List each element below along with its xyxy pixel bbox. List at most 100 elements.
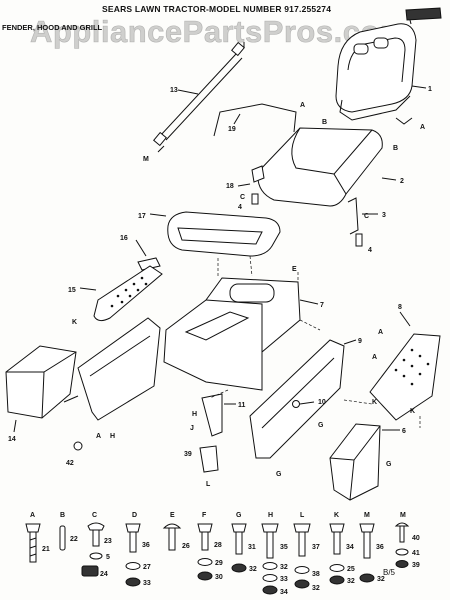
svg-text:J: J	[190, 425, 194, 432]
svg-text:G: G	[276, 471, 282, 478]
part-18-clip[interactable]: 18	[226, 165, 265, 190]
part-2-hood[interactable]: 2 B B	[257, 119, 404, 207]
svg-text:A: A	[372, 354, 377, 361]
svg-text:A: A	[420, 124, 425, 131]
svg-text:38: 38	[312, 571, 320, 578]
svg-text:M: M	[364, 512, 370, 519]
svg-text:10: 10	[318, 399, 326, 406]
svg-text:H: H	[268, 512, 273, 519]
part-11-bracket[interactable]: 11 H J	[190, 393, 246, 437]
part-12-rod[interactable]: 13 M	[143, 41, 245, 163]
part-8-footrest[interactable]: 8 A A K	[369, 304, 441, 421]
hardware-d[interactable]: D 36 27 33	[125, 512, 151, 587]
hardware-l[interactable]: M 36 32	[359, 512, 385, 583]
svg-text:3: 3	[382, 212, 386, 219]
svg-text:B: B	[60, 512, 65, 519]
svg-text:M: M	[400, 512, 406, 519]
svg-text:29: 29	[215, 560, 223, 567]
hardware-c[interactable]: C 23 5 24	[81, 512, 112, 578]
svg-text:9: 9	[358, 338, 362, 345]
part-7-body[interactable]: 7 E	[163, 266, 324, 391]
part-10-bolt[interactable]: 10	[292, 399, 326, 408]
svg-text:11: 11	[238, 402, 246, 409]
part-42-bolt[interactable]: 42	[66, 441, 83, 467]
svg-text:K: K	[372, 399, 377, 406]
svg-text:K: K	[334, 512, 339, 519]
svg-text:36: 36	[142, 542, 150, 549]
svg-text:6: 6	[402, 428, 406, 435]
svg-text:19: 19	[228, 126, 236, 133]
hardware-m[interactable]: M 40 41 39	[394, 512, 420, 569]
svg-text:32: 32	[280, 564, 288, 571]
part-17-grill[interactable]: 17	[138, 211, 281, 257]
svg-text:1: 1	[428, 86, 432, 93]
svg-text:30: 30	[215, 574, 223, 581]
hardware-h[interactable]: H 35 32 33 34	[261, 512, 288, 596]
svg-text:35: 35	[280, 544, 288, 551]
svg-text:A: A	[300, 102, 305, 109]
svg-text:2: 2	[400, 178, 404, 185]
svg-text:14: 14	[8, 436, 16, 443]
svg-text:G: G	[236, 512, 242, 519]
svg-text:C: C	[364, 213, 369, 220]
svg-text:39: 39	[412, 562, 420, 569]
diagram-subtitle: FENDER, HOOD AND GRILL	[2, 23, 103, 32]
svg-text:4: 4	[238, 204, 242, 211]
part-14-left-fender[interactable]: 14	[5, 345, 77, 443]
diagram-title: SEARS LAWN TRACTOR-MODEL NUMBER 917.2552…	[102, 4, 332, 14]
svg-text:L: L	[300, 512, 305, 519]
hardware-j[interactable]: L 37 38 32	[293, 512, 320, 592]
hardware-a[interactable]: A 21	[25, 512, 50, 563]
svg-text:41: 41	[412, 550, 420, 557]
hardware-row: A 21 B 22 C 23 5 24	[25, 512, 420, 596]
svg-text:37: 37	[312, 544, 320, 551]
svg-text:27: 27	[143, 564, 151, 571]
svg-text:33: 33	[143, 580, 151, 587]
svg-text:D: D	[132, 512, 137, 519]
svg-text:22: 22	[70, 536, 78, 543]
svg-text:H: H	[192, 411, 197, 418]
svg-text:A: A	[378, 329, 383, 336]
hardware-k[interactable]: K 34 25 32	[329, 512, 355, 585]
svg-text:B: B	[393, 145, 398, 152]
svg-text:A: A	[96, 433, 101, 440]
svg-text:K: K	[72, 319, 77, 326]
svg-text:7: 7	[320, 302, 324, 309]
svg-text:K: K	[410, 408, 415, 415]
part-9-side-panel[interactable]: 9 G G	[249, 338, 362, 478]
svg-text:31: 31	[248, 544, 256, 551]
svg-text:13: 13	[170, 87, 178, 94]
part-15-footrest[interactable]: 15 K	[68, 265, 163, 326]
svg-text:C: C	[92, 512, 97, 519]
svg-text:4: 4	[368, 247, 372, 254]
svg-text:H: H	[110, 433, 115, 440]
svg-text:28: 28	[214, 542, 222, 549]
svg-text:32: 32	[347, 578, 355, 585]
svg-text:L: L	[206, 481, 211, 488]
sheet-code: B/5	[383, 568, 396, 577]
part-16-panel[interactable]: 16	[120, 235, 161, 271]
hardware-g[interactable]: G 31 32	[231, 512, 257, 573]
svg-text:33: 33	[280, 576, 288, 583]
svg-text:34: 34	[346, 544, 354, 551]
svg-text:26: 26	[182, 543, 190, 550]
part-39-plate[interactable]: 39 L	[184, 445, 219, 488]
part-19-bracket[interactable]: 19	[213, 103, 297, 137]
part-3-bracket[interactable]: 3 C	[347, 197, 386, 235]
svg-text:18: 18	[226, 183, 234, 190]
svg-text:5: 5	[106, 554, 110, 561]
hardware-f[interactable]: F 28 29 30	[197, 512, 223, 581]
svg-text:M: M	[143, 156, 149, 163]
part-4-clip[interactable]: 4 4 C	[238, 193, 372, 254]
svg-text:32: 32	[249, 566, 257, 573]
part-6-right-fender[interactable]: 6 G	[329, 423, 406, 501]
svg-text:8: 8	[398, 304, 402, 311]
svg-text:40: 40	[412, 535, 420, 542]
svg-text:24: 24	[100, 571, 108, 578]
hardware-e[interactable]: E 26	[162, 512, 190, 551]
hardware-b[interactable]: B 22	[59, 512, 78, 551]
part-1-seat[interactable]: 1	[335, 23, 432, 125]
svg-text:B: B	[322, 119, 327, 126]
